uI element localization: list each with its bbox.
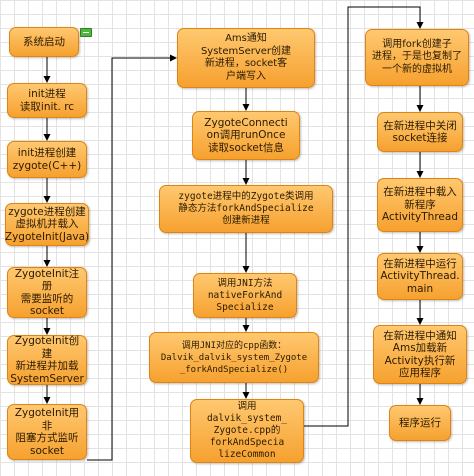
node-zygoteinit-create-systemserver[interactable]: ZygoteInit创建 新进程并加载 SystemServer: [7, 335, 87, 385]
node-ams-notify[interactable]: Ams通知 SystemServer创建 新进程，socket客 户端写入: [177, 28, 315, 88]
node-run-activitythread-main[interactable]: 在新进程中运行 ActivityThread. main: [377, 253, 463, 300]
node-zygote-forkandspecialize[interactable]: zygote进程中的Zygote类调用 静态方法forkAndSpecializ…: [159, 185, 333, 233]
node-zygote-create-vm[interactable]: zygote进程创建 虚拟机并载入 ZygoteInit(Java): [5, 203, 89, 246]
arrow-zygote-cpp-to-fork-copy-vm: [304, 6, 424, 427]
node-zygoteconnection-runonce[interactable]: ZygoteConnecti on调用runOnce 读取socket信息: [192, 111, 300, 160]
node-jni-native-fork[interactable]: 调用JNI方法 nativeForkAnd Specialize: [193, 273, 297, 318]
node-fork-copy-vm[interactable]: 调用fork创建子 进程，于是也复制了 一个新的虚拟机: [365, 29, 469, 86]
node-close-socket[interactable]: 在新进程中关闭 socket连接: [377, 112, 463, 152]
node-init-read-rc[interactable]: init进程 读取init. rc: [7, 83, 87, 118]
node-system-start[interactable]: 系统启动: [9, 27, 79, 57]
node-zygoteinit-listen-socket[interactable]: ZygoteInit用非 阻塞方式监听 socket: [7, 404, 87, 460]
arrow-listen-socket-to-ams-notify: [87, 54, 177, 461]
node-zygote-cpp-fork[interactable]: 调用 dalvik_system_ Zygote.cpp的 forkAndSpe…: [190, 399, 304, 463]
node-load-activitythread[interactable]: 在新进程中载入 新程序 ActivityThread: [377, 178, 463, 232]
node-zygoteinit-register-socket[interactable]: ZygoteInit注册 需要监听的 socket: [7, 267, 87, 318]
node-program-running[interactable]: 程序运行: [389, 405, 451, 441]
node-jni-cpp-function[interactable]: 调用JNI对应的cpp函数： Dalvik_dalvik_system_Zygo…: [149, 332, 319, 383]
node-init-create-zygote[interactable]: init进程创建 zygote(C++): [7, 141, 87, 178]
collapse-toggle-icon[interactable]: [80, 28, 92, 37]
node-notify-ams[interactable]: 在新进程中通知 Ams加载新 Activity执行新 应用程序: [373, 325, 467, 384]
